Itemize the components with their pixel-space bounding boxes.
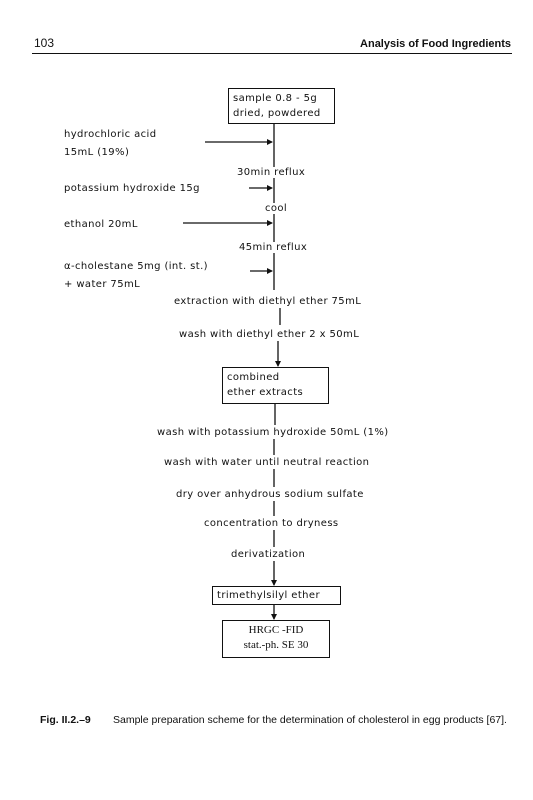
step-derivatization: derivatization xyxy=(230,549,307,560)
box-tms-label: trimethylsilyl ether xyxy=(217,590,320,601)
box-combined-line2: ether extracts xyxy=(227,387,304,398)
header-rule xyxy=(32,53,512,54)
box-hrgc: HRGC -FID stat.-ph. SE 30 xyxy=(222,620,330,658)
input-hcl-line1: hydrochloric acid xyxy=(64,129,157,140)
input-koh: potassium hydroxide 15g xyxy=(64,183,200,194)
caption-text: Sample preparation scheme for the determ… xyxy=(113,714,507,726)
box-sample: sample 0.8 - 5g dried, powdered xyxy=(228,88,335,124)
step-reflux-30: 30min reflux xyxy=(236,167,307,178)
figure-caption: Fig. II.2.–9 Sample preparation scheme f… xyxy=(40,713,510,728)
input-std-line1: α-cholestane 5mg (int. st.) xyxy=(64,261,208,272)
section-title: Analysis of Food Ingredients xyxy=(360,38,511,50)
step-extraction: extraction with diethyl ether 75mL xyxy=(173,296,363,307)
step-wash-water: wash with water until neutral reaction xyxy=(163,457,371,468)
input-std-line2: + water 75mL xyxy=(64,279,141,290)
step-concentration: concentration to dryness xyxy=(203,518,340,529)
page-number: 103 xyxy=(34,36,55,50)
box-hrgc-line2: stat.-ph. SE 30 xyxy=(243,639,309,651)
input-hcl-line2: 15mL (19%) xyxy=(64,147,130,158)
caption-label: Fig. II.2.–9 xyxy=(40,714,91,726)
box-combined: combined ether extracts xyxy=(222,367,329,404)
step-reflux-45: 45min reflux xyxy=(238,242,309,253)
box-sample-line1: sample 0.8 - 5g xyxy=(233,93,318,104)
input-ethanol: ethanol 20mL xyxy=(64,219,138,230)
step-wash-koh: wash with potassium hydroxide 50mL (1%) xyxy=(156,427,390,438)
step-cool: cool xyxy=(264,203,289,214)
box-hrgc-line1: HRGC -FID xyxy=(248,624,304,636)
step-wash-ether: wash with diethyl ether 2 x 50mL xyxy=(178,329,361,340)
box-combined-line1: combined xyxy=(227,372,280,383)
box-tms: trimethylsilyl ether xyxy=(212,586,341,605)
box-sample-line2: dried, powdered xyxy=(233,108,321,119)
step-dry: dry over anhydrous sodium sulfate xyxy=(175,489,365,500)
